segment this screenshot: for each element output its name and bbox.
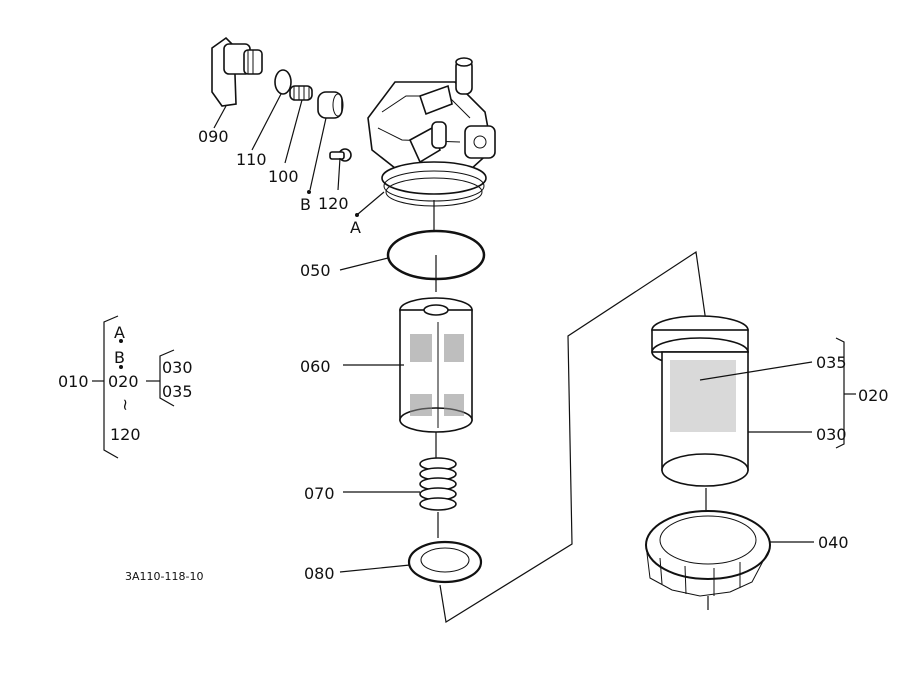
- label-120: 120: [318, 194, 349, 213]
- label-020: 020: [858, 386, 889, 405]
- label-080: 080: [304, 564, 335, 583]
- spring-070-part: [419, 457, 457, 511]
- label-035: 035: [816, 353, 847, 372]
- label-060: 060: [300, 357, 331, 376]
- cock-lever-part: [211, 36, 263, 107]
- assembly-leader-line: [439, 250, 707, 623]
- spring-100-part: [289, 85, 313, 101]
- label-a: A: [350, 218, 361, 237]
- assembly-key: [92, 315, 175, 459]
- key-label-120: 120: [110, 425, 141, 444]
- key-label-030: 030: [162, 358, 193, 377]
- drawing-code: 3A110-118-10: [125, 570, 203, 583]
- key-label-b: B: [114, 348, 125, 367]
- label-070: 070: [304, 484, 335, 503]
- label-090: 090: [198, 127, 229, 146]
- filter-element-060-part: [399, 297, 473, 433]
- ring-nut-040-part: [645, 510, 771, 597]
- label-030: 030: [816, 425, 847, 444]
- key-label-a: A: [114, 323, 125, 342]
- key-label-010: 010: [58, 372, 89, 391]
- screw-120-part: [329, 148, 352, 162]
- label-050: 050: [300, 261, 331, 280]
- key-label-020: 020: [108, 372, 139, 391]
- label-110: 110: [236, 150, 267, 169]
- key-tilde: ~: [116, 398, 135, 411]
- label-b: B: [300, 195, 311, 214]
- label-100: 100: [268, 167, 299, 186]
- label-040: 040: [818, 533, 849, 552]
- key-label-035: 035: [162, 382, 193, 401]
- o-ring-110-part: [274, 69, 292, 95]
- filter-head-part: [367, 57, 496, 207]
- screen-035-part: [670, 360, 736, 432]
- washer-080-part: [407, 540, 483, 584]
- bowl-030-part: [651, 315, 749, 487]
- seal-b-part: [317, 91, 344, 119]
